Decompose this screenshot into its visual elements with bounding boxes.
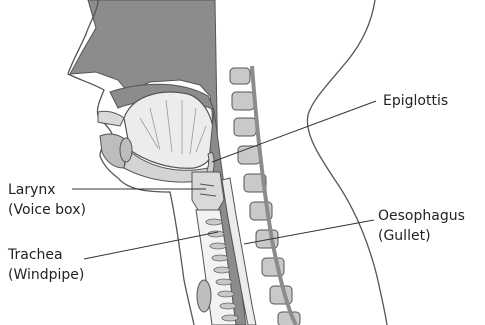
larynx-shape: [192, 172, 224, 210]
trachea-leader: [84, 232, 218, 259]
epiglottis-label: Epiglottis: [383, 91, 448, 111]
trachea-label: Trachea (Windpipe): [8, 245, 84, 285]
larynx-label: Larynx (Voice box): [8, 180, 86, 220]
oesophagus-label: Oesophagus (Gullet): [378, 206, 465, 246]
neck-back-contour: [307, 0, 387, 325]
thyroid-gland: [197, 280, 211, 312]
hyoid-bone: [120, 138, 132, 162]
upper-lip: [98, 111, 124, 126]
